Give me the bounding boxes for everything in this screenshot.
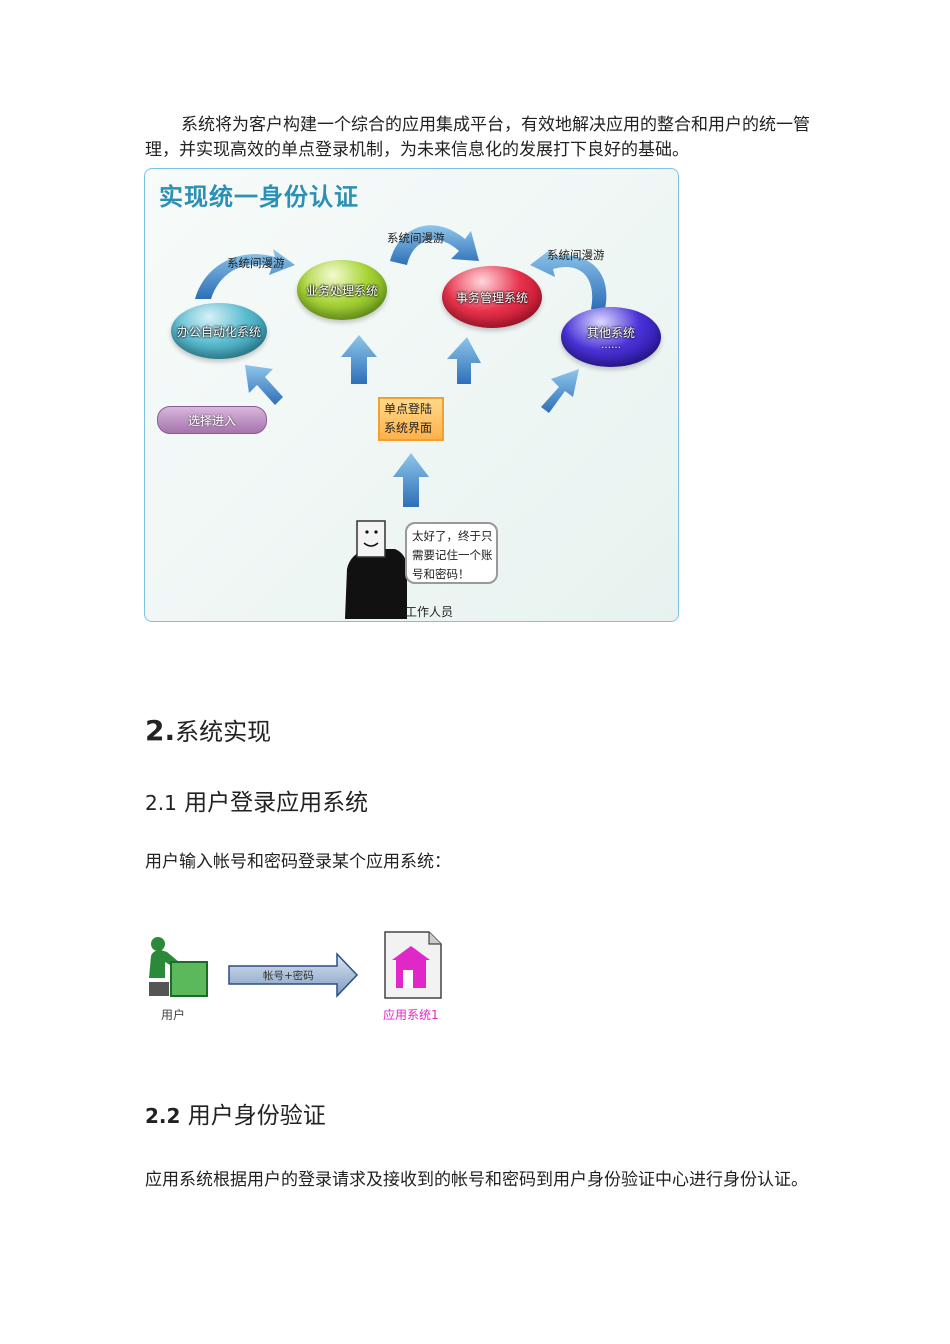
app-document-icon bbox=[384, 931, 442, 999]
speech-bubble: 太好了，终于只 需要记住一个账 号和密码！ bbox=[405, 522, 498, 584]
credential-label: 帐号+密码 bbox=[263, 970, 314, 982]
node-affairs-system: 事务管理系统 bbox=[442, 266, 542, 328]
app-label: 应用系统1 bbox=[383, 1008, 439, 1022]
user-computer-icon bbox=[149, 937, 208, 997]
roam-label-left: 系统间漫游 bbox=[227, 256, 285, 270]
section-2-1-heading: 2.1 用户登录应用系统 bbox=[145, 790, 369, 816]
up-arrow-biz bbox=[341, 335, 377, 384]
roam-arrow-left bbox=[195, 249, 295, 299]
sso-login-box: 单点登陆 系统界面 bbox=[378, 397, 444, 441]
worker-figure bbox=[345, 520, 407, 619]
roam-arrow-right bbox=[530, 249, 607, 309]
login-flow-diagram: 帐号+密码 用户 应用系统1 bbox=[145, 928, 465, 1028]
select-entry-button[interactable]: 选择进入 bbox=[157, 406, 267, 434]
diag-arrow-other bbox=[541, 369, 579, 413]
worker-label: 工作人员 bbox=[405, 605, 454, 619]
node-other-system: 其他系统 …… bbox=[561, 307, 661, 367]
diag-arrow-oa bbox=[245, 365, 283, 405]
roam-label-mid: 系统间漫游 bbox=[387, 231, 445, 245]
diagram-arrows bbox=[195, 225, 607, 619]
intro-paragraph: 系统将为客户构建一个综合的应用集成平台，有效地解决应用的整合和用户的统一管理，并… bbox=[145, 115, 810, 160]
section-2-1-body: 用户输入帐号和密码登录某个应用系统： bbox=[145, 852, 451, 872]
roam-label-right: 系统间漫游 bbox=[547, 248, 605, 262]
up-arrow-affairs bbox=[447, 337, 481, 384]
credential-arrow bbox=[228, 952, 359, 998]
section-2-heading: 2.系统实现 bbox=[145, 714, 272, 747]
diagram-title: 实现统一身份认证 bbox=[159, 183, 359, 211]
up-arrow-sso bbox=[393, 453, 429, 507]
section-2-2-body: 应用系统根据用户的登录请求及接收到的帐号和密码到用户身份验证中心进行身份认证。 bbox=[145, 1170, 808, 1190]
sso-diagram: 实现统一身份认证 系统间漫游 系统间漫游 系统间漫游 办公自动化系统 业务处理系… bbox=[144, 168, 679, 622]
node-business-system: 业务处理系统 bbox=[297, 260, 387, 320]
roam-arrow-mid bbox=[390, 225, 479, 265]
user-label: 用户 bbox=[161, 1008, 186, 1022]
section-2-2-heading: 2.2 用户身份验证 bbox=[145, 1103, 326, 1129]
node-oa-system: 办公自动化系统 bbox=[171, 303, 267, 359]
